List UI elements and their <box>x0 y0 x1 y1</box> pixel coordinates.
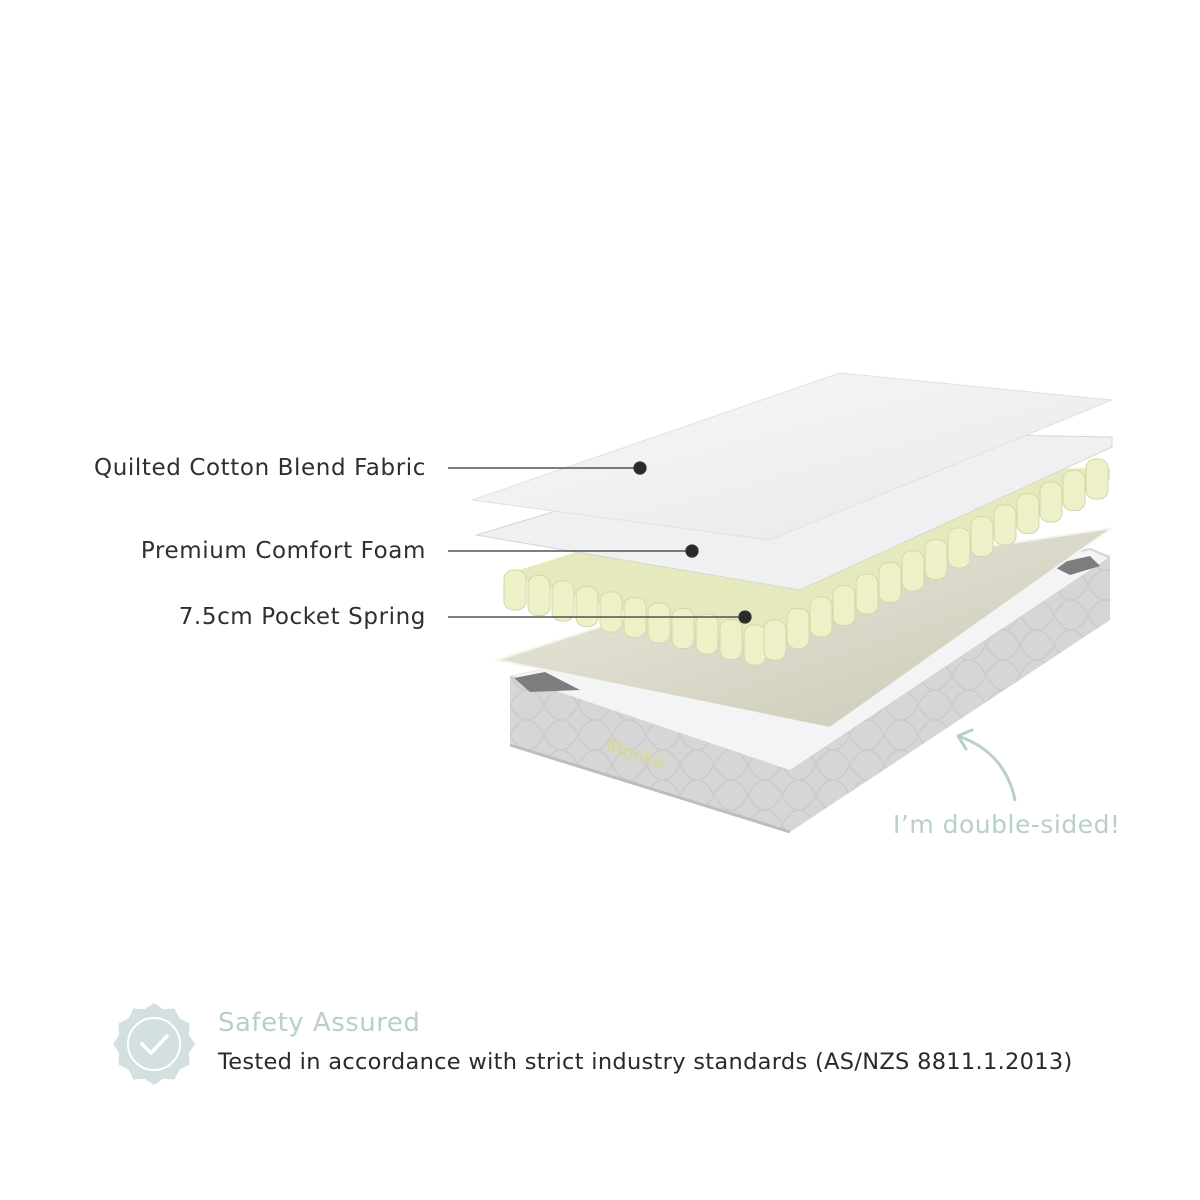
spring-coil <box>551 580 575 622</box>
spring-coil <box>503 569 527 611</box>
layer-label-foam: Premium Comfort Foam <box>140 538 426 564</box>
spring-coil <box>878 562 902 603</box>
spring-coil <box>832 585 856 626</box>
layer-label-fabric: Quilted Cotton Blend Fabric <box>94 455 426 481</box>
spring-coil <box>719 619 743 660</box>
spring-coil <box>695 613 719 655</box>
safety-title: Safety Assured <box>218 1008 421 1038</box>
spring-coil <box>1039 481 1063 523</box>
spring-coil <box>947 527 971 569</box>
spring-coil <box>901 550 925 592</box>
quilted-fabric-layer <box>471 372 1113 541</box>
curved-arrow-icon <box>956 728 1017 802</box>
double-sided-callout: I’m double-sided! <box>893 810 1121 839</box>
spring-coil <box>970 516 994 557</box>
spring-coil <box>599 591 623 633</box>
spring-coil <box>1016 493 1040 534</box>
spring-coil <box>647 602 671 644</box>
badge-check-icon <box>113 1003 195 1085</box>
spring-coil <box>924 539 948 580</box>
spring-coil <box>575 586 599 627</box>
spring-coil <box>527 575 551 616</box>
spring-coil <box>993 504 1017 546</box>
spring-coil <box>809 596 833 638</box>
layer-label-spring: 7.5cm Pocket Spring <box>178 604 426 630</box>
spring-coil <box>1062 470 1086 511</box>
leader-lines <box>448 461 752 624</box>
spring-coil <box>763 619 787 661</box>
spring-coil <box>671 608 695 649</box>
spring-coil <box>786 608 810 649</box>
spring-coil <box>1085 458 1109 500</box>
spring-coil <box>743 624 767 666</box>
spring-coil <box>855 573 879 615</box>
safety-description: Tested in accordance with strict industr… <box>218 1049 1073 1075</box>
